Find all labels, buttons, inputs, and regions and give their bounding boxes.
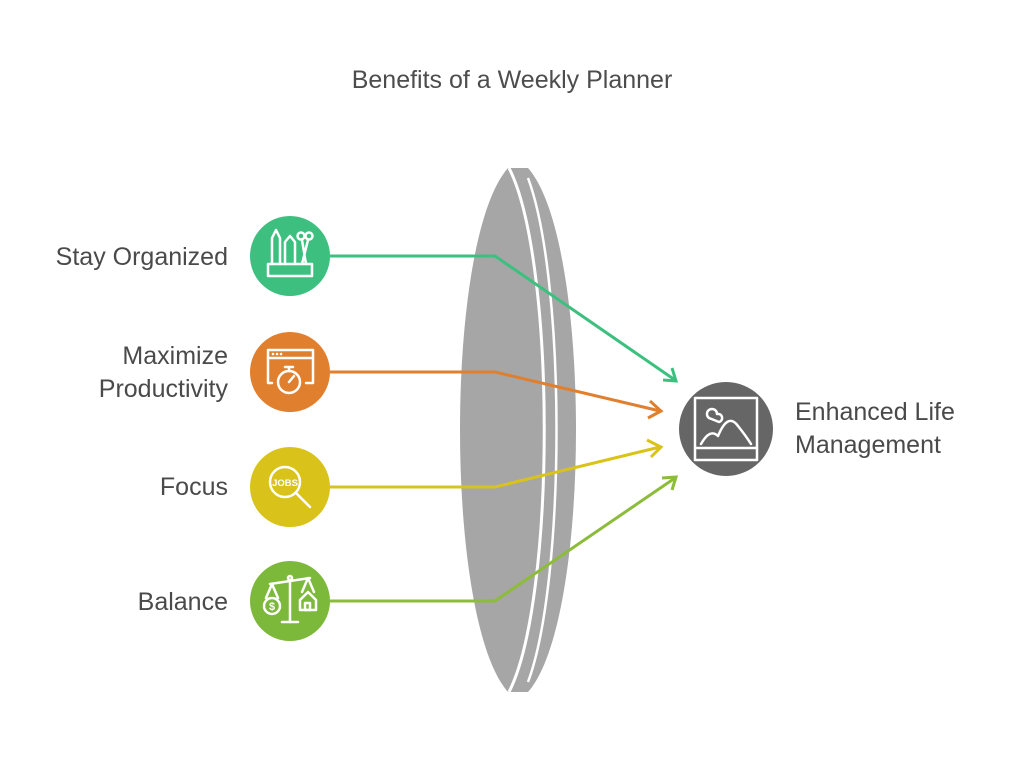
diagram-title: Benefits of a Weekly Planner (351, 66, 673, 94)
label-maximize-line2: Productivity (98, 375, 228, 403)
label-stay-organized: Stay Organized (55, 243, 228, 271)
scale-money-house-icon: $ (250, 561, 330, 641)
connector-focus (330, 438, 664, 489)
output-label-line2: Management (795, 431, 941, 459)
svg-text:$: $ (269, 601, 275, 613)
label-maximize-line1: Maximize (122, 342, 228, 370)
label-balance: Balance (137, 588, 228, 616)
image-landscape-icon (679, 382, 773, 476)
label-enhanced-life-management: Enhanced Life Management (795, 396, 955, 462)
browser-stopwatch-icon (250, 332, 330, 412)
jobs-search-icon: JOBS (250, 447, 330, 527)
connector-balance (330, 475, 679, 603)
label-focus: Focus (159, 473, 228, 501)
label-maximize-productivity: Maximize Productivity (8, 340, 228, 406)
lens-shape (460, 167, 576, 693)
jobs-icon-text: JOBS (272, 478, 298, 489)
output-label-line1: Enhanced Life (795, 398, 955, 426)
pencil-holder-icon (250, 216, 330, 296)
connector-stay-organized (330, 254, 679, 383)
connector-maximize-productivity (330, 370, 664, 420)
